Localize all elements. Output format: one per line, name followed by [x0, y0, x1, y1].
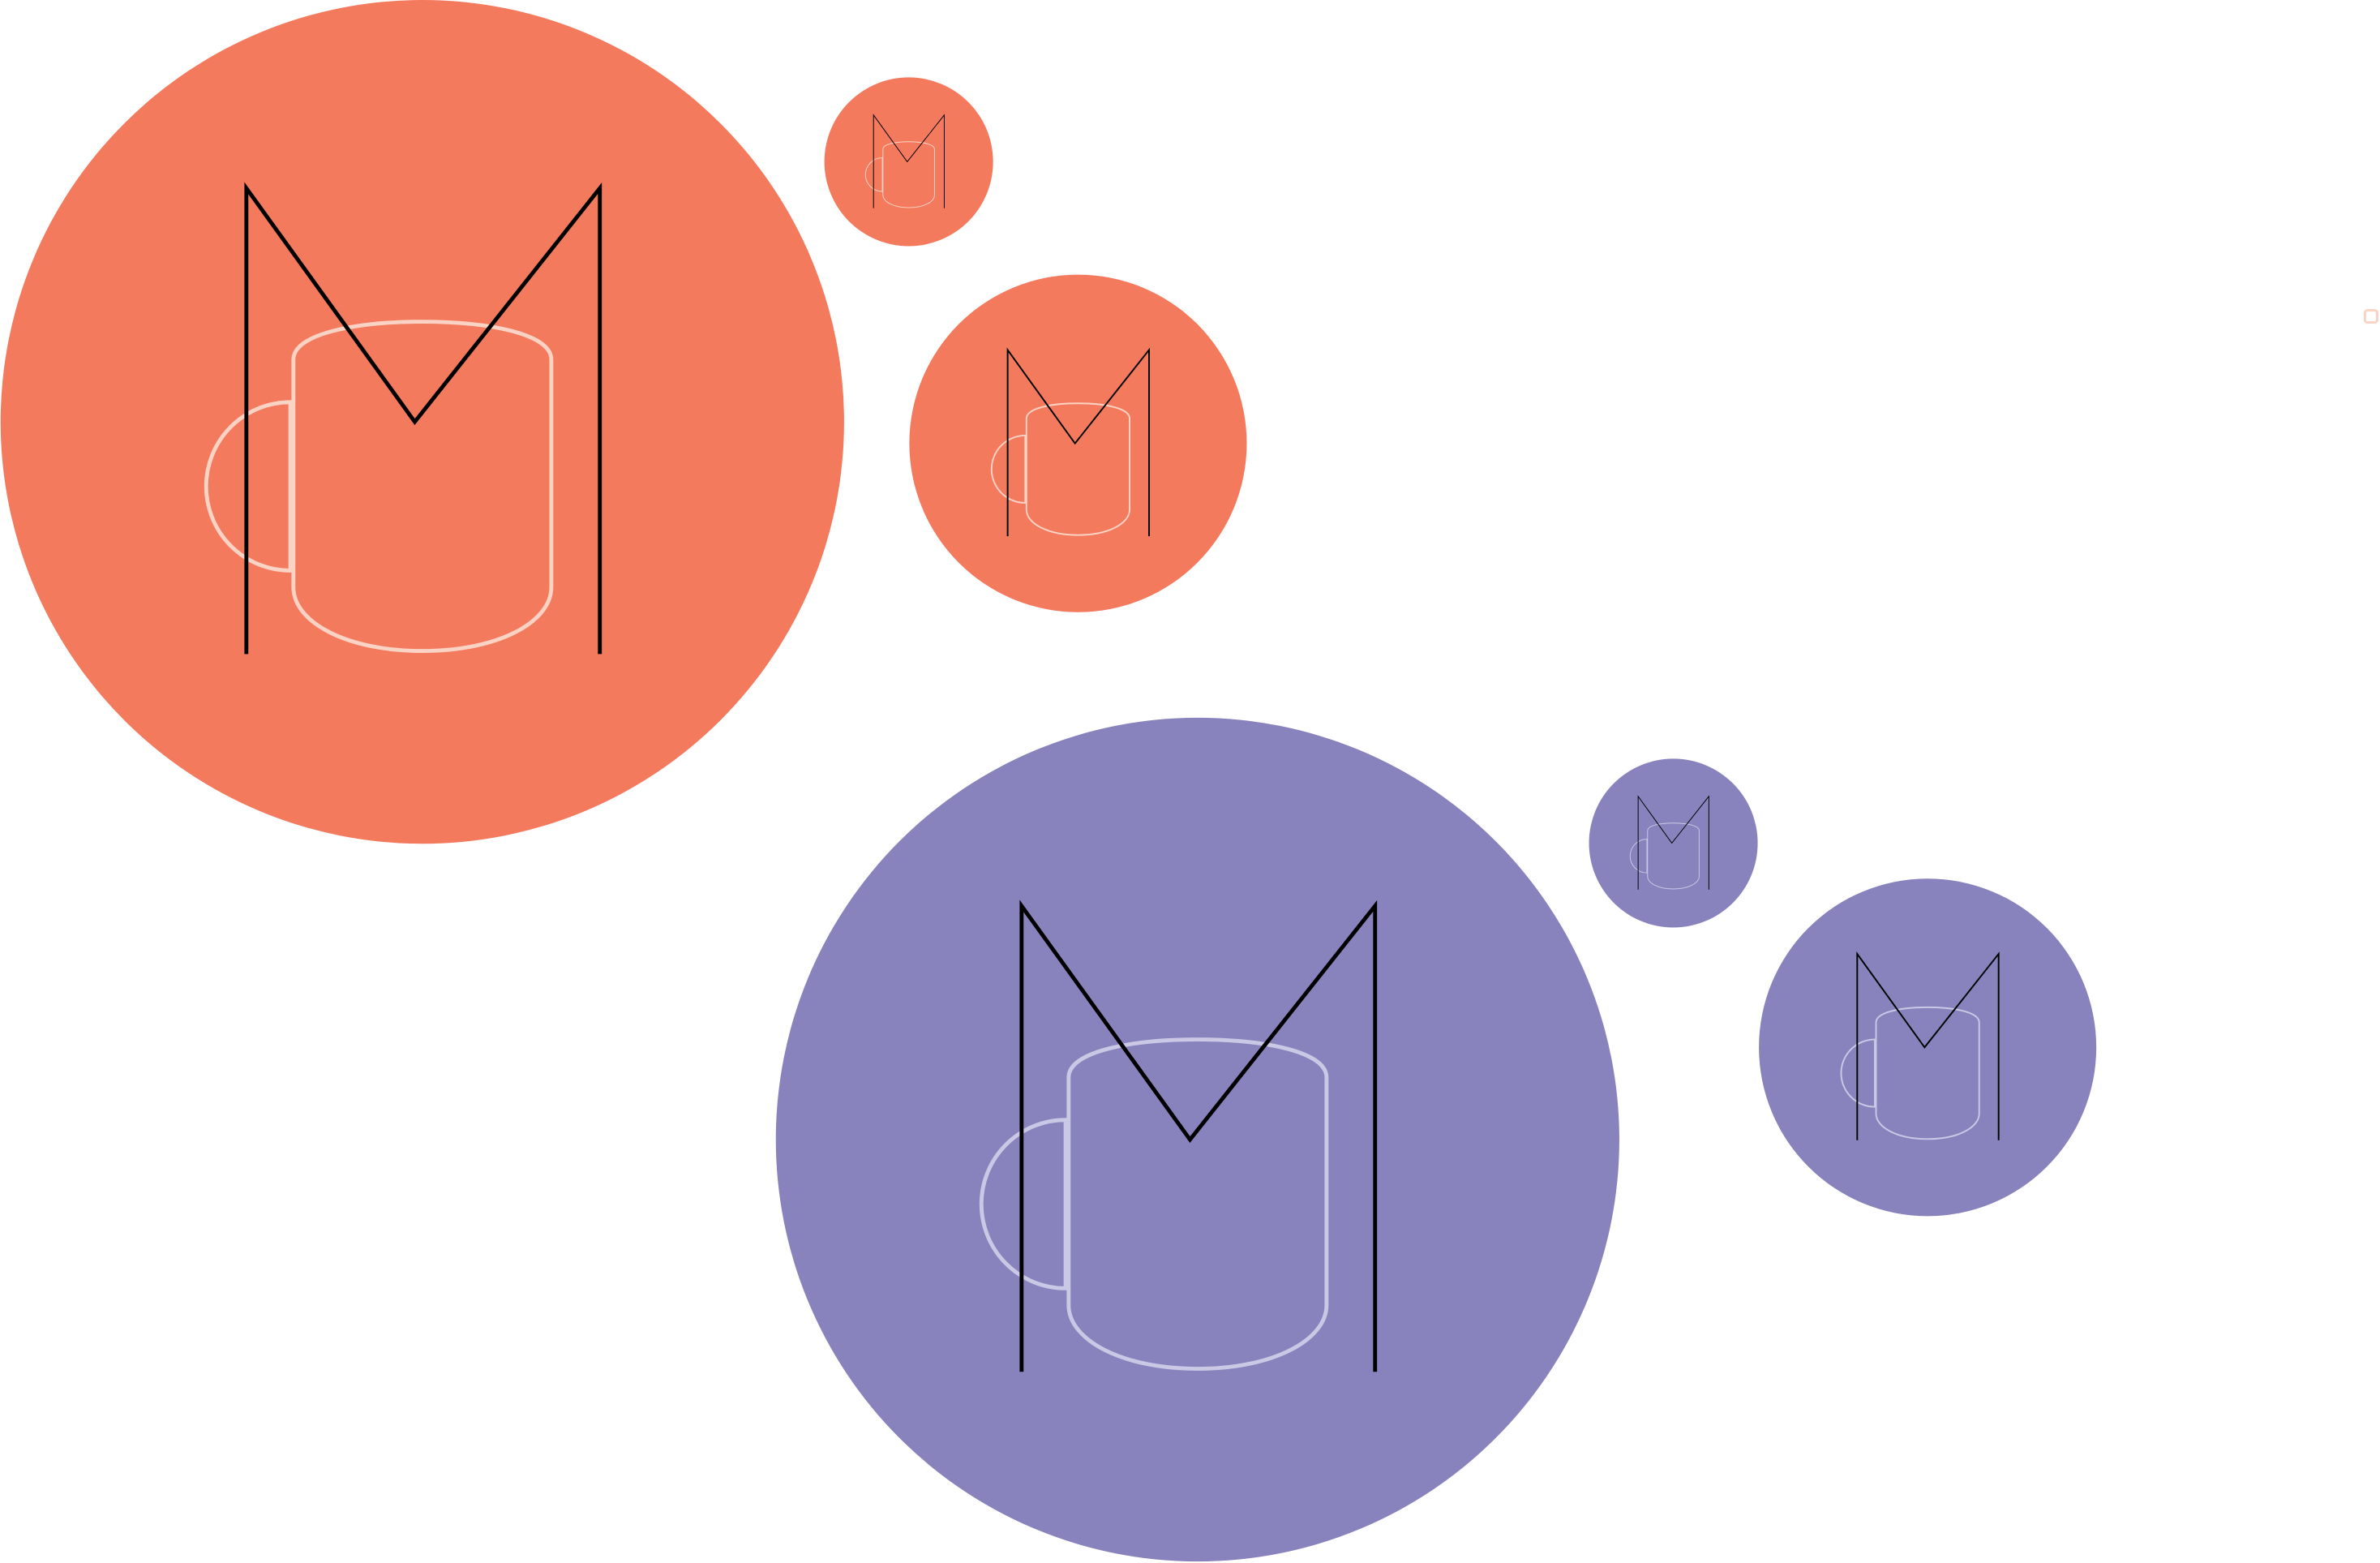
coral-logo-small [824, 77, 993, 247]
purple-disc-large [775, 717, 1619, 1562]
purple-logo-medium [1759, 878, 2097, 1217]
coral-disc-large [0, 0, 844, 844]
coral-logo-medium [909, 274, 1247, 612]
coral-disc-medium [909, 274, 1247, 612]
purple-logo-small [1589, 758, 1758, 928]
purple-disc-small [1589, 758, 1758, 928]
purple-logo-large [775, 717, 1619, 1562]
edge-marker [2363, 309, 2378, 324]
purple-disc-medium [1759, 878, 2097, 1217]
coral-logo-large [0, 0, 844, 844]
coral-disc-small [824, 77, 993, 247]
